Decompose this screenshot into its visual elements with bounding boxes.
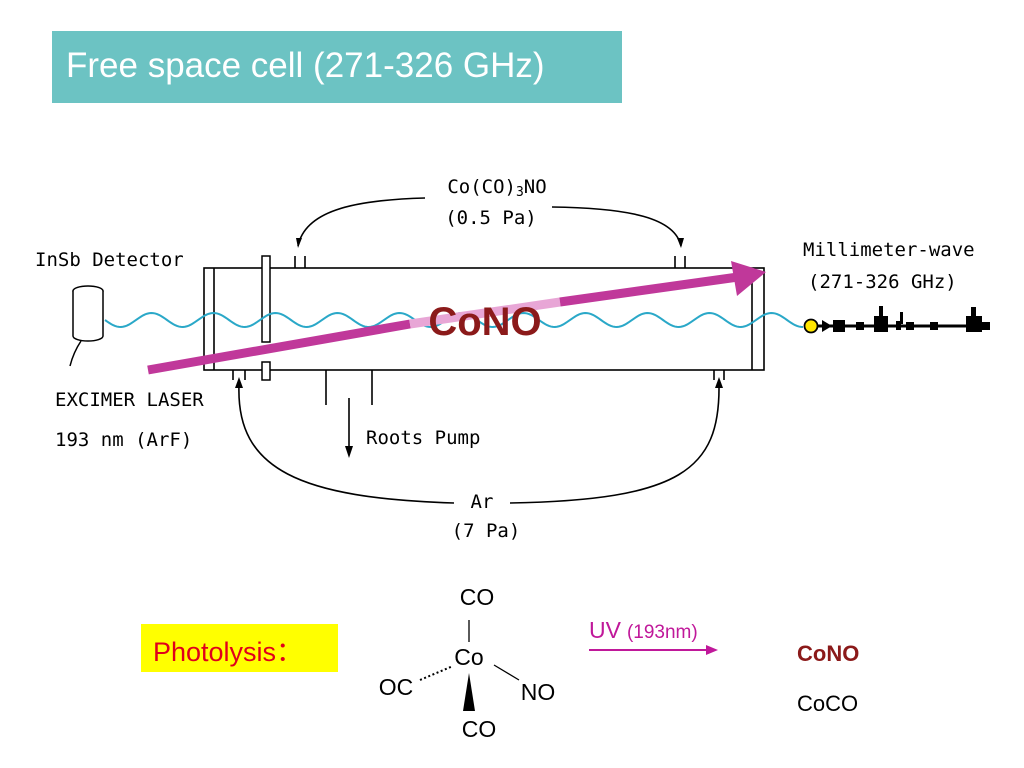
baffle-window xyxy=(261,255,271,343)
ar-arrowhead-left xyxy=(235,377,243,388)
molecule-right-no: NO xyxy=(521,679,556,705)
pump-label: Roots Pump xyxy=(366,427,480,449)
cobalt-tricarbonyl-nitrosyl-structure: CO Co OC NO CO xyxy=(379,584,556,742)
product-cono: CoNO xyxy=(797,641,859,666)
free-space-cell xyxy=(203,256,765,405)
ar-flow-left xyxy=(238,384,455,504)
slide-title: Free space cell (271-326 GHz) xyxy=(66,46,545,85)
laser-beam-exit xyxy=(559,272,739,307)
cell-outline xyxy=(203,267,765,371)
uv-label: UV(193nm) xyxy=(589,617,698,643)
top-gas-flow-right xyxy=(551,206,682,247)
ar-arrowhead-right xyxy=(715,377,723,388)
molecule-center-co: Co xyxy=(454,644,483,670)
top-gas-flow-left xyxy=(297,197,426,247)
laser-beam-faded xyxy=(409,297,561,329)
ar-name: Ar xyxy=(471,491,494,513)
molecule-bottom-co: CO xyxy=(462,716,497,742)
bond-bottom-wedge xyxy=(463,673,475,711)
top-gas-arrowhead-left xyxy=(296,238,302,248)
laser-arrowhead xyxy=(731,261,766,296)
insb-detector xyxy=(69,285,104,367)
laser-beam xyxy=(147,319,411,375)
molecule-left-oc: OC xyxy=(379,674,414,700)
photolysis-label: Photolysis： xyxy=(153,637,304,667)
top-gas-formula: Co(CO)3NO xyxy=(447,176,546,200)
mmwave-freq: (271-326 GHz) xyxy=(808,271,957,293)
uv-arrowhead xyxy=(706,645,718,655)
laser-label: EXCIMER LASER xyxy=(55,389,204,411)
product-coco: CoCO xyxy=(797,691,858,716)
laser-wavelength: 193 nm (ArF) xyxy=(55,429,192,451)
ar-pressure: (7 Pa) xyxy=(452,520,521,542)
top-gas-pressure: (0.5 Pa) xyxy=(445,207,537,229)
photolysis-highlight xyxy=(141,624,338,672)
bond-left-hashed xyxy=(419,665,454,681)
pump-arrowhead xyxy=(345,446,353,458)
bond-right xyxy=(493,664,520,681)
cono-overlay: CoNO xyxy=(428,300,541,344)
ar-flow-right xyxy=(509,384,720,504)
baffle-window-lower xyxy=(261,361,271,381)
molecule-top-co: CO xyxy=(460,584,495,610)
mm-wave-source xyxy=(803,306,990,334)
title-banner xyxy=(52,31,622,103)
detector-label: InSb Detector xyxy=(35,249,184,271)
mmwave-label: Millimeter-wave xyxy=(803,239,975,261)
top-gas-arrowhead-right xyxy=(677,238,684,248)
